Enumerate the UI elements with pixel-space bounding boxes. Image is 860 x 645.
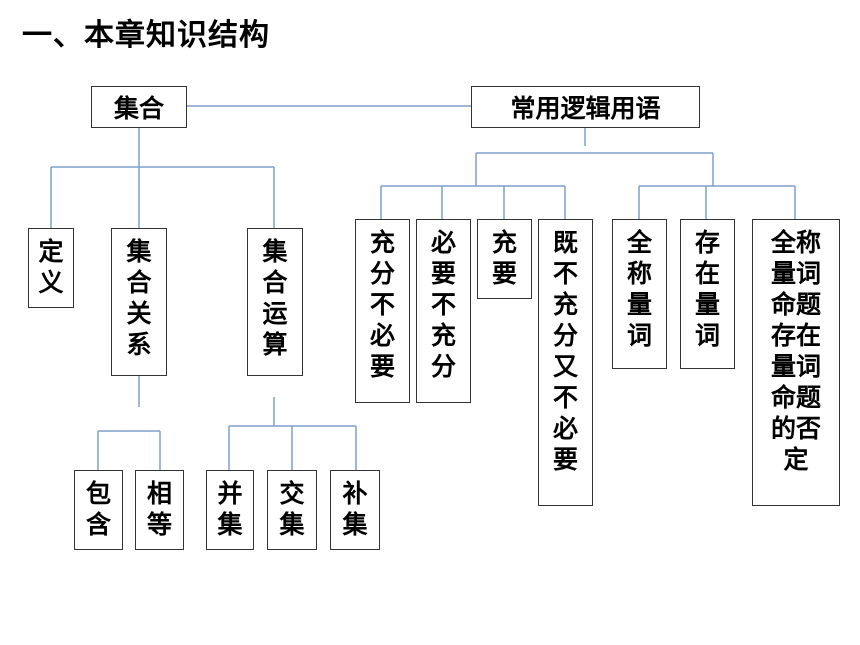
node-necessary-and-sufficient: 充要: [477, 219, 532, 299]
node-necessary-not-sufficient: 必要不充分: [416, 219, 471, 403]
node-existential-quantifier: 存在量词: [680, 219, 735, 369]
node-complement-label: 补集: [342, 479, 368, 539]
node-inclusion-label: 包含: [85, 479, 111, 539]
node-definition: 定义: [28, 228, 74, 308]
node-equality: 相等: [135, 470, 184, 550]
node-set-operation-label: 集合运算: [262, 237, 288, 359]
page-title: 一、本章知识结构: [22, 18, 270, 53]
node-universal-quantifier-label: 全称量词: [626, 228, 652, 350]
node-intersection-label: 交集: [279, 479, 305, 539]
node-sufficient-not-necessary-label: 充分不必要: [369, 228, 395, 381]
node-union-label: 并集: [217, 479, 243, 539]
node-complement: 补集: [330, 470, 380, 550]
node-inclusion: 包含: [74, 470, 123, 550]
node-set: 集合: [91, 86, 187, 128]
node-logic: 常用逻辑用语: [471, 86, 700, 128]
node-set-label: 集合: [113, 94, 164, 123]
node-set-relation: 集合关系: [111, 228, 167, 376]
node-logic-label: 常用逻辑用语: [510, 94, 661, 123]
node-necessary-and-sufficient-label: 充要: [491, 228, 517, 288]
node-necessary-not-sufficient-label: 必要不充分: [430, 228, 456, 381]
node-set-operation: 集合运算: [247, 228, 303, 376]
node-neither: 既不充分又不必要: [538, 219, 593, 506]
node-union: 并集: [206, 470, 254, 550]
node-sufficient-not-necessary: 充分不必要: [355, 219, 410, 403]
node-neither-label: 既不充分又不必要: [552, 228, 578, 474]
node-equality-label: 相等: [146, 479, 172, 539]
node-intersection: 交集: [267, 470, 317, 550]
node-negation: 全称量词命题存在量词命题的否定: [752, 219, 840, 506]
node-set-relation-label: 集合关系: [126, 237, 152, 359]
node-negation-label: 全称量词命题存在量词命题的否定: [770, 228, 821, 474]
node-existential-quantifier-label: 存在量词: [694, 228, 720, 350]
node-universal-quantifier: 全称量词: [612, 219, 667, 369]
node-definition-label: 定义: [38, 237, 64, 297]
